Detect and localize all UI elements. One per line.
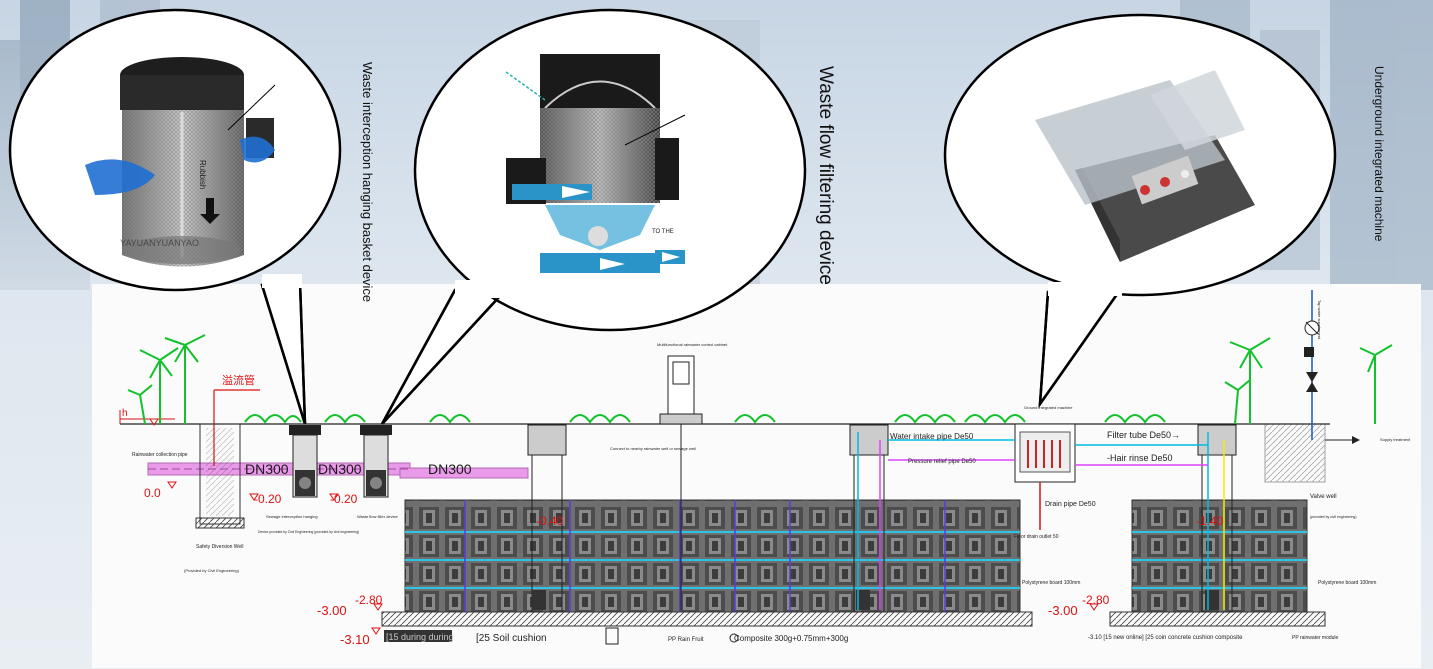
- storage-tank-left: [404, 499, 1021, 613]
- flow-filter-small-label: Waste flow filter device: [357, 514, 399, 519]
- elevation-300-a: -3.00: [317, 603, 347, 618]
- composite-label: Composite 300g+0.75mm+300g: [734, 634, 848, 643]
- polystyrene-label-1: Polystyrene board 100mm: [1022, 580, 1080, 586]
- flow-filter-image: TO THE: [505, 54, 686, 273]
- drain-pipe-label: Drain pipe De50: [1045, 501, 1096, 508]
- valve-well: [1264, 290, 1360, 483]
- safety-well-label: Safety Diversion Well: [196, 544, 243, 550]
- base-layers: [381, 611, 1326, 627]
- pp-module-label: PP rainwater module: [1292, 635, 1339, 641]
- control-cabinet: [659, 355, 703, 610]
- floor-drain-label: Floor drain outlet 50: [1014, 534, 1059, 540]
- shaft-1: [527, 424, 567, 613]
- basket-device-title: Waste interception hanging basket device: [360, 62, 375, 303]
- polystyrene-label-2: Polystyrene board 100mm: [1318, 580, 1376, 586]
- elevation-300-b: -3.00: [1048, 603, 1078, 618]
- civil-label-3: (provided by civil engineering): [1310, 515, 1357, 519]
- tap-water-label: Tap water supplement: [1317, 300, 1322, 340]
- bottom-right-label: -3.10 [15 new online] [25 coin concrete …: [1088, 635, 1243, 641]
- shaft-3: [1197, 424, 1237, 613]
- control-cabinet-label: Multifunctional rainwater control cabine…: [657, 342, 728, 347]
- filter-tube-label: Filter tube De50→: [1107, 430, 1180, 440]
- integrated-machine-pit: [888, 423, 1208, 530]
- elevation-280-b: -2.80: [1082, 593, 1110, 607]
- elevation-0: 0.0: [144, 486, 161, 500]
- dn300-label-3: DN300: [428, 461, 472, 477]
- safety-well: [195, 423, 245, 529]
- connect-well-label: Connect to nearby rainwater well or sewa…: [610, 446, 696, 451]
- supply-treatment-label: Supply treatment: [1380, 437, 1411, 442]
- sewage-basket-label: Sewage interception hanging: [266, 514, 318, 519]
- level-h: h: [122, 408, 128, 419]
- civil-label-1: (Provided by Civil Engineering): [184, 568, 240, 573]
- dn300-label-2: DN300: [318, 461, 362, 477]
- machine-top-label: Ground integrated machine: [1024, 405, 1073, 410]
- watermark: YAYUANYUANYAO: [120, 238, 199, 248]
- pressure-relief-label: Pressure relief pipe De50: [908, 459, 976, 465]
- dn300-label-1: DN300: [245, 461, 289, 477]
- elevation-310-a: -3.10: [340, 632, 370, 647]
- ground: h: [119, 408, 1330, 426]
- plants: [127, 334, 1393, 425]
- soil-cushion-label: [25 Soil cushion: [476, 633, 547, 644]
- to-the-label: TO THE: [652, 229, 674, 235]
- basket-device-image: Rubbish YAYUANYUANYAO: [85, 57, 276, 267]
- civil-label-2: Device provided by Civil Engineering (pr…: [258, 530, 359, 534]
- elevation-markers: [167, 481, 1099, 635]
- elevation-280-a: -2.80: [355, 593, 383, 607]
- hair-rinse-label: -Hair rinse De50: [1107, 453, 1173, 463]
- elevation-040-b: -1.40: [1196, 514, 1224, 528]
- elevation-040-a: -0.40: [536, 514, 564, 528]
- basket-well: [289, 425, 321, 498]
- integrated-machine-title: Underground integrated machine: [1372, 66, 1386, 242]
- rainwater-pipe-label: Rainwater collection pipe: [132, 452, 188, 458]
- storage-tank-right: [1131, 499, 1308, 613]
- water-intake-label: Water intake pipe De50: [890, 432, 974, 441]
- diagram-labels: 溢流管 Rainwater collection pipe DN300 DN30…: [132, 300, 1411, 647]
- flow-filter-title: Waste flow filtering device: [815, 66, 836, 285]
- valve-well-label: Valve well: [1310, 494, 1337, 500]
- overflow-pipe-label: 溢流管: [222, 373, 255, 387]
- machine-image: [1035, 70, 1255, 262]
- rubbish-label: Rubbish: [198, 160, 207, 189]
- elevation-020-b: -0.20: [330, 492, 358, 506]
- flow-filter-well: [360, 425, 392, 498]
- shaft-2: [849, 424, 889, 613]
- pp-rain-label: PP Rain Fruit: [668, 637, 704, 643]
- highlight-a-label: [15 during during: [386, 632, 454, 642]
- elevation-020-a: -0.20: [254, 492, 282, 506]
